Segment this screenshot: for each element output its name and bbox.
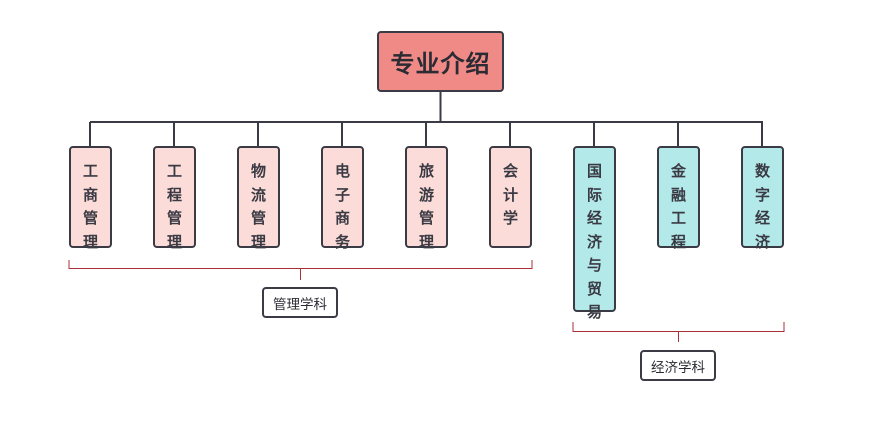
bracket-economics (572, 322, 785, 332)
group-label-economics[interactable]: 经济学科 (640, 350, 716, 381)
child-node[interactable]: 旅游管理 (405, 146, 448, 251)
child-node[interactable]: 工商管理 (69, 146, 112, 251)
child-node[interactable]: 国际经济与贸易 (573, 146, 616, 321)
child-node-label: 旅游管理 (418, 162, 434, 251)
child-node-label: 物流管理 (250, 162, 266, 251)
child-node-label: 电子商务 (334, 162, 350, 251)
child-node-label: 工商管理 (82, 162, 98, 251)
child-node-label: 会计学 (502, 162, 518, 227)
root-node[interactable]: 专业介绍 (377, 31, 504, 92)
child-node[interactable]: 金融工程 (657, 146, 700, 251)
child-node-label: 金融工程 (670, 162, 686, 251)
child-node-label: 工程管理 (166, 162, 182, 251)
group-label-management[interactable]: 管理学科 (262, 287, 338, 318)
child-node[interactable]: 会计学 (489, 146, 532, 248)
child-node[interactable]: 物流管理 (237, 146, 280, 251)
child-node-label: 数字经济 (754, 162, 770, 251)
child-node[interactable]: 电子商务 (321, 146, 364, 251)
child-node[interactable]: 工程管理 (153, 146, 196, 251)
bracket-management (68, 260, 533, 269)
child-node[interactable]: 数字经济 (741, 146, 784, 251)
child-node-label: 国际经济与贸易 (586, 162, 602, 321)
